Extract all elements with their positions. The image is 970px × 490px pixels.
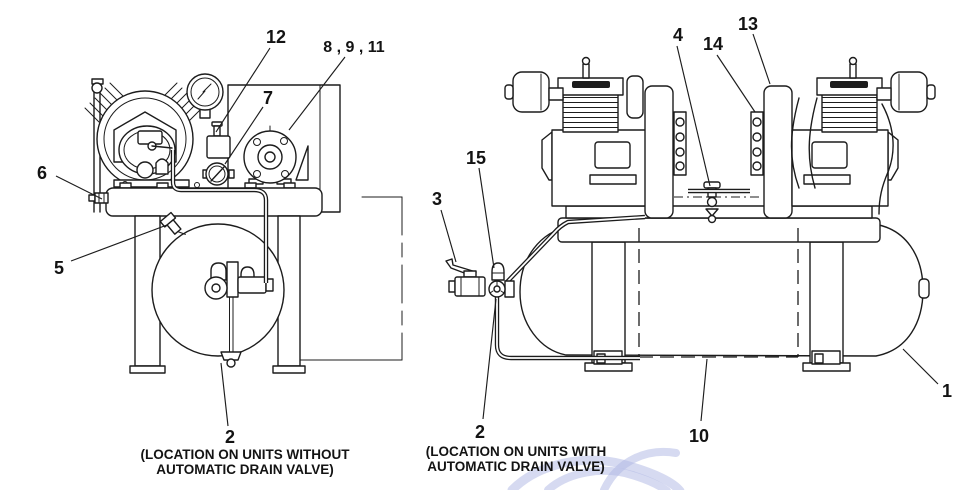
leader-6 (55, 175, 103, 200)
leader-5 (70, 224, 168, 262)
riser-pipe (504, 214, 646, 285)
discharge-pipe (170, 150, 269, 283)
pump-right (790, 56, 936, 215)
discharge-tube-right (878, 103, 894, 215)
leader-2-right (482, 298, 497, 420)
callout-13-label: 13 (738, 14, 758, 34)
callout-7-label: 7 (263, 88, 273, 108)
caption-left-line2: AUTOMATIC DRAIN VALVE) (156, 462, 334, 477)
caption-right-line1: (LOCATION ON UNITS WITH (426, 444, 606, 459)
right-platform (557, 205, 881, 243)
callout-1-label: 1 (942, 381, 952, 401)
leader-7 (224, 106, 264, 165)
outlet-gauge (202, 162, 235, 186)
pump-flywheel (96, 90, 194, 188)
belt-right-edge (808, 97, 818, 189)
right-view-legs (584, 241, 851, 372)
pump-left (504, 56, 649, 207)
belt-guard-left (644, 85, 687, 219)
leader-lines (55, 33, 939, 427)
baseplate-platform (105, 182, 323, 217)
ball-valve-3 (445, 258, 486, 297)
leader-4 (676, 45, 711, 187)
drain-pipe-and-fitting (220, 296, 242, 368)
head-gauge (186, 73, 224, 119)
belt-left-edge (790, 97, 800, 189)
leader-13 (752, 33, 771, 85)
fitting-15 (491, 262, 505, 281)
leader-1 (902, 348, 939, 385)
callout-12-label: 12 (266, 27, 286, 47)
caption-left-line1: (LOCATION ON UNITS WITHOUT (141, 447, 351, 462)
callout-labels: 12 8 , 9 , 11 7 6 5 2 3 15 2 4 14 13 10 … (37, 14, 952, 447)
callout-15-label: 15 (466, 148, 486, 168)
leader-12 (215, 47, 271, 133)
watermark-swirl (507, 448, 685, 490)
callout-10-label: 10 (689, 426, 709, 446)
callout-14-label: 14 (703, 34, 723, 54)
captions: (LOCATION ON UNITS WITHOUT AUTOMATIC DRA… (141, 444, 607, 477)
drain-tee-2 (488, 280, 515, 298)
callout-3-label: 3 (432, 189, 442, 209)
leader-14 (716, 54, 756, 113)
tank-side-view (519, 223, 930, 357)
manifold-fitting-4 (674, 181, 763, 224)
drain-assembly (204, 261, 274, 300)
leader-3 (440, 209, 457, 263)
callout-2-left-label: 2 (225, 427, 235, 447)
leader-15 (478, 167, 495, 269)
leader-8-9-11 (288, 56, 346, 131)
tank-outlet-nub (918, 278, 930, 299)
callout-4-label: 4 (673, 25, 683, 45)
bottom-drain-pipe (494, 297, 640, 361)
caption-right-line2: AUTOMATIC DRAIN VALVE) (427, 459, 605, 474)
leader-10 (700, 358, 708, 422)
left-view (84, 73, 403, 374)
left-view-legs (129, 215, 306, 374)
callout-6-label: 6 (37, 163, 47, 183)
callout-8-9-11-label: 8 , 9 , 11 (323, 39, 384, 56)
hidden-drain-dashed (638, 228, 799, 358)
belt-guard-right (750, 85, 793, 219)
leader-2-left (220, 362, 229, 427)
motor (243, 125, 309, 185)
fitting-5 (159, 211, 186, 235)
boundary-connector (299, 196, 403, 361)
callout-2-right-label: 2 (475, 422, 485, 442)
callout-5-label: 5 (54, 258, 64, 278)
right-view (445, 56, 936, 372)
